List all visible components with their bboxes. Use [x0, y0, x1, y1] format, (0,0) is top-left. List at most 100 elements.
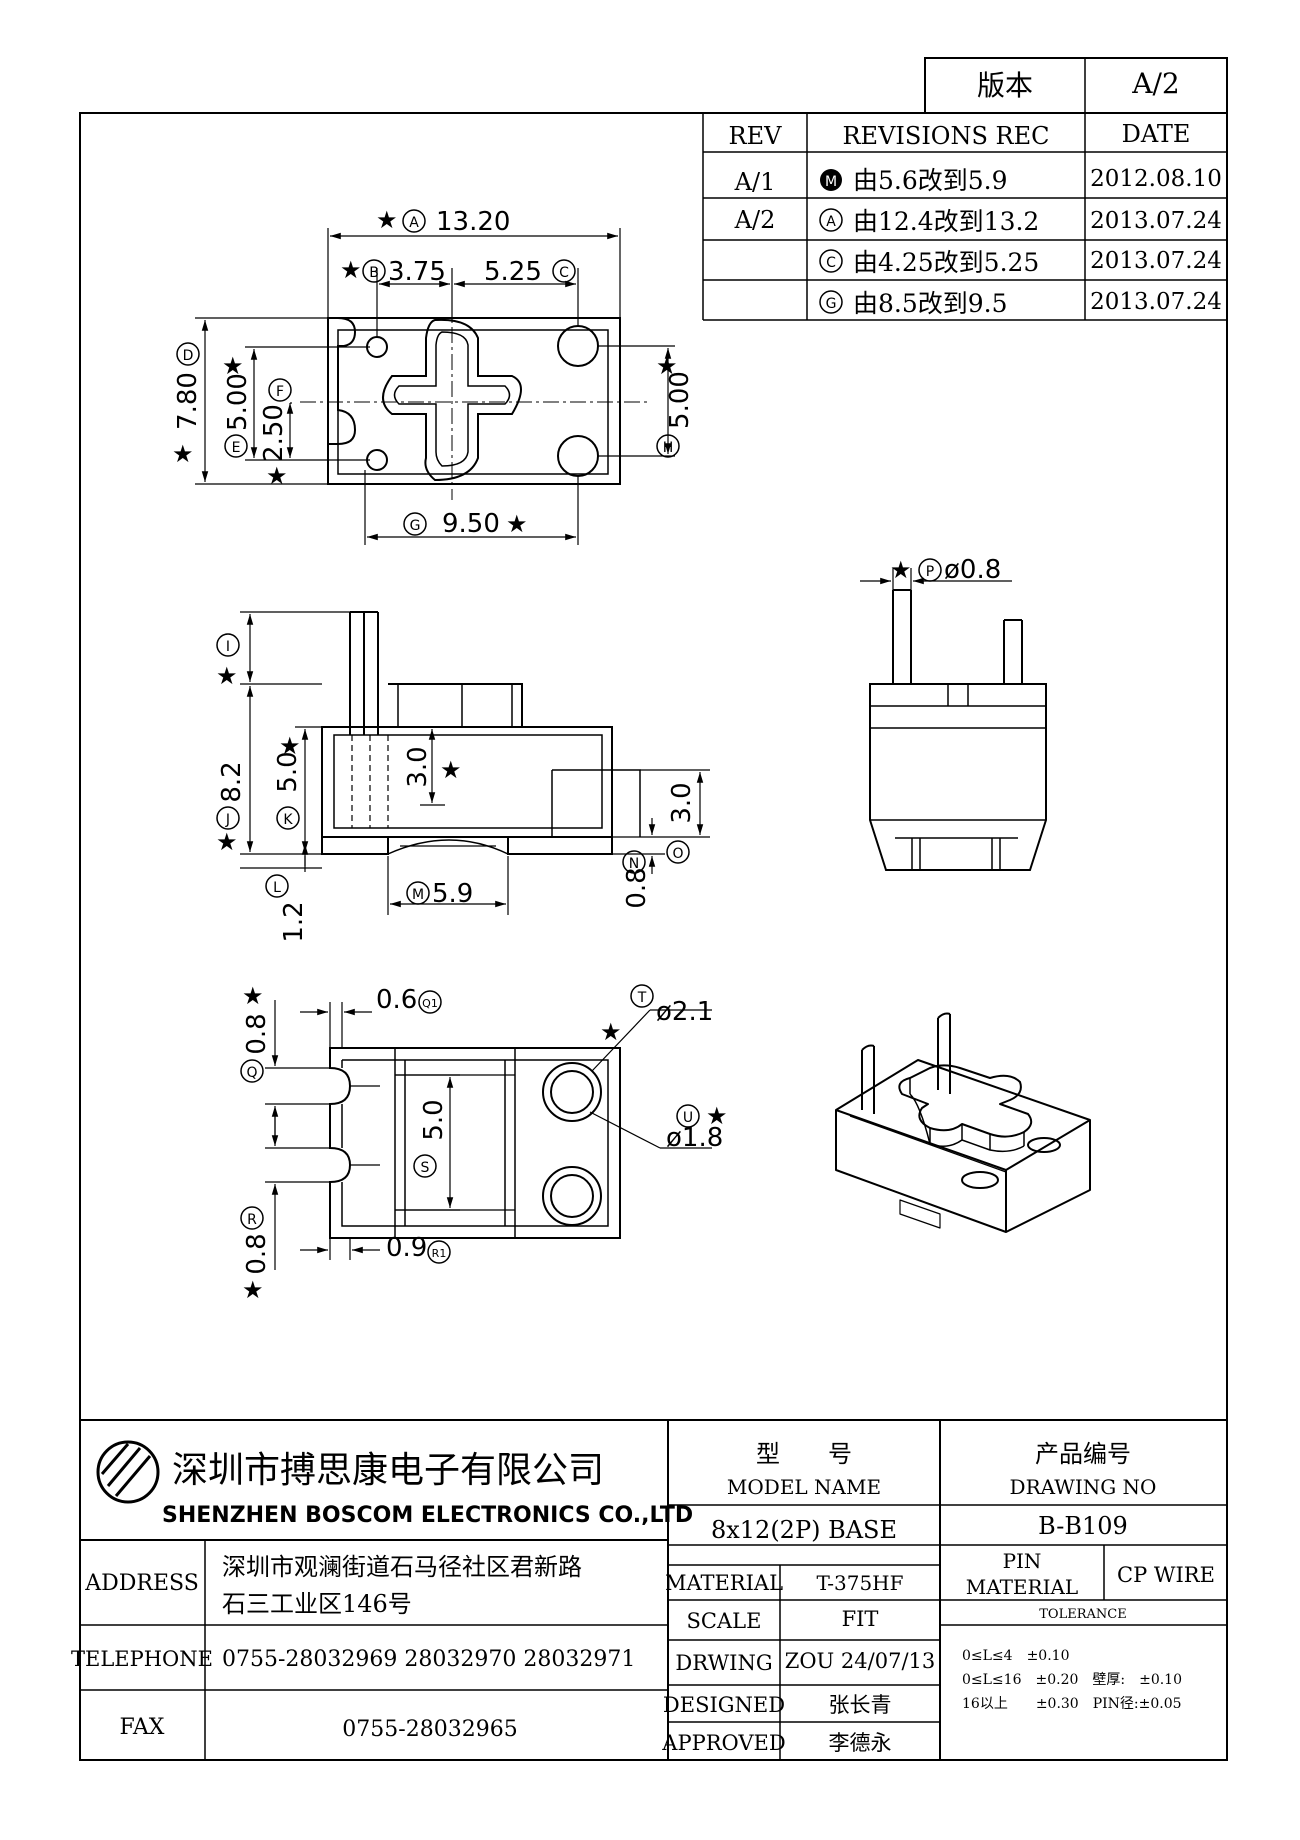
top-view — [300, 300, 650, 500]
svg-text:M: M — [412, 887, 424, 903]
svg-text:N: N — [629, 856, 639, 872]
version-box: 版本 A/2 — [924, 57, 1228, 114]
svg-text:U: U — [683, 1110, 693, 1126]
fax-label: FAX — [120, 1715, 165, 1740]
front-view-dimension-labels: I ★ ★ 8.2 J ★ 5.0 K 3.0 ★ L 1.2 M 5.9 N … — [216, 633, 697, 943]
revision-row-rev: A/2 — [734, 206, 776, 234]
dim-e-value: 5.00 — [223, 373, 253, 431]
dim-q1-value: 0.6 — [376, 985, 417, 1015]
designed-value: 张长青 — [829, 1693, 892, 1717]
revision-row-text: 由12.4改到13.2 — [853, 207, 1039, 236]
dim-marker-f: F — [268, 378, 292, 402]
svg-text:J: J — [225, 812, 230, 828]
svg-text:F: F — [276, 384, 284, 400]
dim-marker-p: P — [918, 558, 942, 582]
svg-text:H: H — [663, 440, 674, 456]
dim-u-value: ø1.8 — [666, 1123, 723, 1153]
svg-text:G: G — [826, 296, 837, 312]
scale-label: SCALE — [687, 1609, 762, 1633]
version-label: 版本 — [977, 69, 1033, 102]
drawing-no-label-cn: 产品编号 — [1035, 1440, 1131, 1468]
tolerance-line: 0≤L≤4 ±0.10 — [962, 1648, 1069, 1664]
revisions-rec-header: REVISIONS REC — [842, 122, 1049, 150]
tolerance-line: 16以上 ±0.30 PIN径:±0.05 — [962, 1696, 1182, 1712]
dim-t-value: ø2.1 — [656, 997, 713, 1027]
address-line-1: 深圳市观澜街道石马径社区君新路 — [222, 1553, 582, 1581]
svg-text:B: B — [369, 265, 379, 281]
dim-marker-b: B — [362, 259, 386, 283]
model-value: 8x12(2P) BASE — [711, 1516, 897, 1544]
svg-text:A: A — [409, 215, 419, 231]
tolerance-label: TOLERANCE — [1039, 1607, 1126, 1622]
svg-text:C: C — [826, 255, 836, 271]
svg-text:D: D — [183, 348, 194, 364]
top-view-dimension-labels: ★ A 13.20 ★ B 3.75 5.25 C 7.80 D ★ ★ 5.0… — [172, 206, 695, 539]
dim-r1-value: 0.9 — [386, 1233, 427, 1263]
bottom-view-dimension-labels: ★ 0.8 Q 0.6 Q1 R 0.8 ★ 0.9 R1 S 5.0 T ø2… — [240, 982, 728, 1304]
dim-marker-c: C — [552, 259, 576, 283]
material-label: MATERIAL — [665, 1571, 783, 1595]
dim-k-value: 5.0 — [273, 751, 303, 792]
side-view-dimension-labels: ★ P ø0.8 — [890, 555, 1001, 585]
front-view-dimensions — [240, 611, 710, 915]
dim-f-value: 2.50 — [259, 404, 289, 462]
star-mark: ★ — [656, 352, 678, 380]
svg-text:K: K — [283, 812, 293, 828]
dim-marker-e: E — [224, 434, 248, 458]
material-value: T-375HF — [816, 1571, 903, 1595]
dim-marker-k: K — [276, 806, 300, 830]
dim-m-value: 5.9 — [432, 879, 473, 909]
star-mark: ★ — [266, 462, 288, 490]
dim-marker-n: N — [622, 850, 646, 874]
revision-row-marker: A — [819, 208, 843, 232]
svg-text:E: E — [232, 440, 241, 456]
svg-text:L: L — [273, 880, 281, 896]
top-view-dimensions — [195, 228, 675, 545]
dim-marker-t: T — [630, 984, 654, 1008]
dim-r-value: 0.8 — [242, 1233, 272, 1274]
dim-c-value: 5.25 — [484, 257, 542, 287]
svg-text:G: G — [410, 518, 421, 534]
revision-row-marker: M — [820, 169, 842, 191]
dim-marker-s: S — [413, 1154, 437, 1178]
drawing-no-value: B-B109 — [1038, 1512, 1128, 1540]
scale-value: FIT — [842, 1607, 879, 1631]
dim-k2-value: 3.0 — [403, 746, 433, 787]
drawing-no-label-en: DRAWING NO — [1010, 1475, 1157, 1499]
dim-marker-r1: R1 — [427, 1240, 451, 1264]
svg-text:C: C — [559, 265, 569, 281]
svg-text:R1: R1 — [432, 1247, 447, 1260]
bottom-view-dimensions — [265, 1000, 712, 1270]
telephone-value: 0755-28032969 28032970 28032971 — [222, 1647, 635, 1672]
revision-row-marker: G — [819, 290, 843, 314]
drawing-frame — [79, 112, 1228, 1761]
dim-l-value: 1.2 — [279, 901, 309, 942]
address-line-2: 石三工业区146号 — [222, 1590, 412, 1618]
dim-b-value: 3.75 — [388, 257, 446, 287]
revision-row-rev: A/1 — [734, 168, 776, 196]
star-mark: ★ — [172, 440, 194, 468]
star-mark: ★ — [216, 662, 238, 690]
dim-marker-i: I — [216, 633, 240, 657]
svg-text:S: S — [421, 1160, 430, 1176]
dim-marker-d: D — [176, 342, 200, 366]
svg-text:M: M — [825, 174, 837, 190]
dim-n-value: 0.8 — [622, 867, 652, 908]
dim-p-value: ø0.8 — [944, 555, 1001, 585]
svg-text:P: P — [926, 564, 934, 580]
revision-row-text: 由4.25改到5.25 — [853, 248, 1039, 277]
rev-header: REV — [729, 122, 783, 150]
star-mark: ★ — [340, 256, 362, 284]
svg-text:A: A — [826, 214, 836, 230]
dim-h-value: 5.00 — [665, 371, 695, 429]
model-label-en: MODEL NAME — [727, 1475, 881, 1499]
star-mark: ★ — [242, 1276, 264, 1304]
company-logo — [96, 1440, 160, 1504]
star-mark: ★ — [600, 1018, 622, 1046]
svg-text:I: I — [226, 639, 230, 655]
drwing-value: ZOU 24/07/13 — [785, 1649, 936, 1673]
revision-row-date: 2013.07.24 — [1090, 248, 1222, 274]
svg-text:Q: Q — [246, 1065, 257, 1081]
star-mark: ★ — [242, 982, 264, 1010]
